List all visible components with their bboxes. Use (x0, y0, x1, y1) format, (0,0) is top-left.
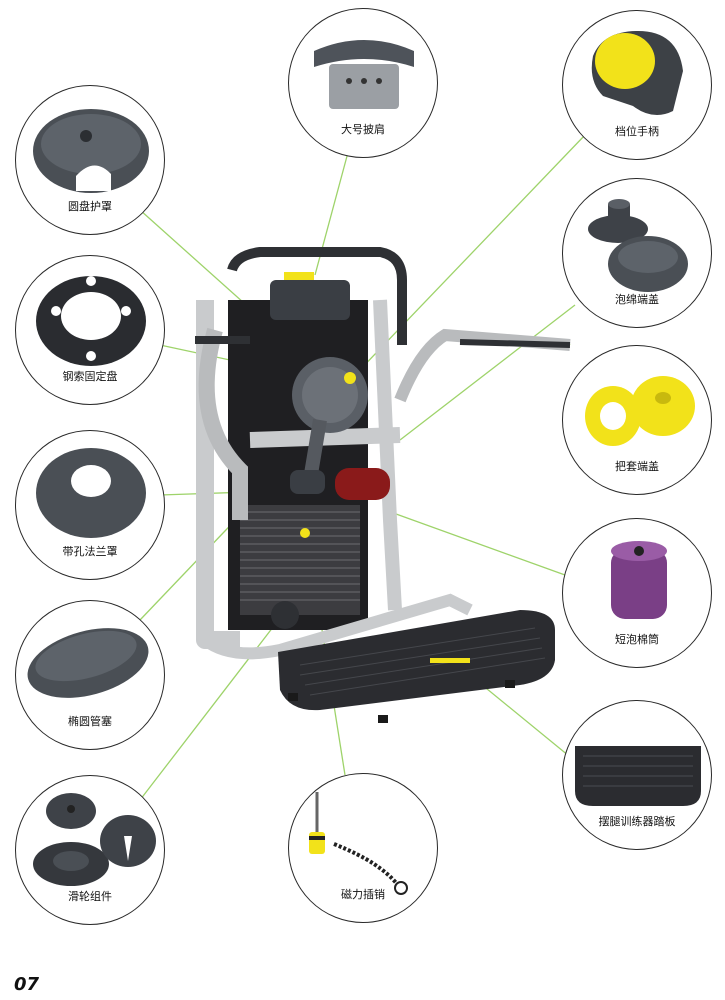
part-label: 档位手柄 (615, 125, 659, 138)
foam-end-cap-icon (588, 199, 688, 292)
cable-disc-icon (36, 276, 146, 366)
position-handle-icon (591, 31, 683, 115)
flanged-cover-icon (36, 448, 146, 538)
callout-round-disc-cover: 圆盘护罩 (15, 85, 165, 235)
part-label: 磁力插销 (341, 888, 385, 901)
part-label: 大号披肩 (341, 123, 385, 136)
part-label: 椭圆管塞 (68, 715, 112, 728)
callout-cable-fixing-disc: 钢索固定盘 (15, 255, 165, 405)
shoulder-pad-icon (314, 40, 414, 109)
part-label: 短泡棉筒 (615, 633, 659, 646)
callout-oval-tube-plug: 椭圆管塞 (15, 600, 165, 750)
callout-pulley-assembly: 滑轮组件 (15, 775, 165, 925)
round-disc-cover-icon (33, 109, 149, 193)
callout-short-foam-roller: 短泡棉筒 (562, 518, 712, 668)
part-label: 滑轮组件 (68, 890, 112, 903)
magnetic-pin-icon (309, 792, 408, 895)
footplate-icon (575, 746, 701, 806)
pulley-icon (33, 793, 156, 886)
part-label: 把套端盖 (615, 460, 659, 473)
callout-grip-end-cap: 把套端盖 (562, 345, 712, 495)
callout-leg-trainer-footplate: 摆腿训练器踏板 (562, 700, 712, 850)
part-label: 泡绵端盖 (615, 293, 659, 306)
callout-large-shoulder-pad: 大号披肩 (288, 8, 438, 158)
part-label: 带孔法兰罩 (62, 545, 118, 558)
part-label: 圆盘护罩 (68, 200, 112, 213)
callout-flanged-hole-cover: 带孔法兰罩 (15, 430, 165, 580)
grip-end-cap-icon (585, 376, 695, 446)
part-label: 摆腿训练器踏板 (598, 815, 676, 828)
callout-magnetic-pin: 磁力插销 (288, 773, 438, 923)
part-label: 钢索固定盘 (62, 370, 118, 383)
callout-foam-end-cap: 泡绵端盖 (562, 178, 712, 328)
oval-plug-icon (27, 628, 149, 698)
page-number: 07 (14, 974, 40, 995)
foam-roller-icon (611, 541, 667, 619)
callout-position-handle: 档位手柄 (562, 10, 712, 160)
